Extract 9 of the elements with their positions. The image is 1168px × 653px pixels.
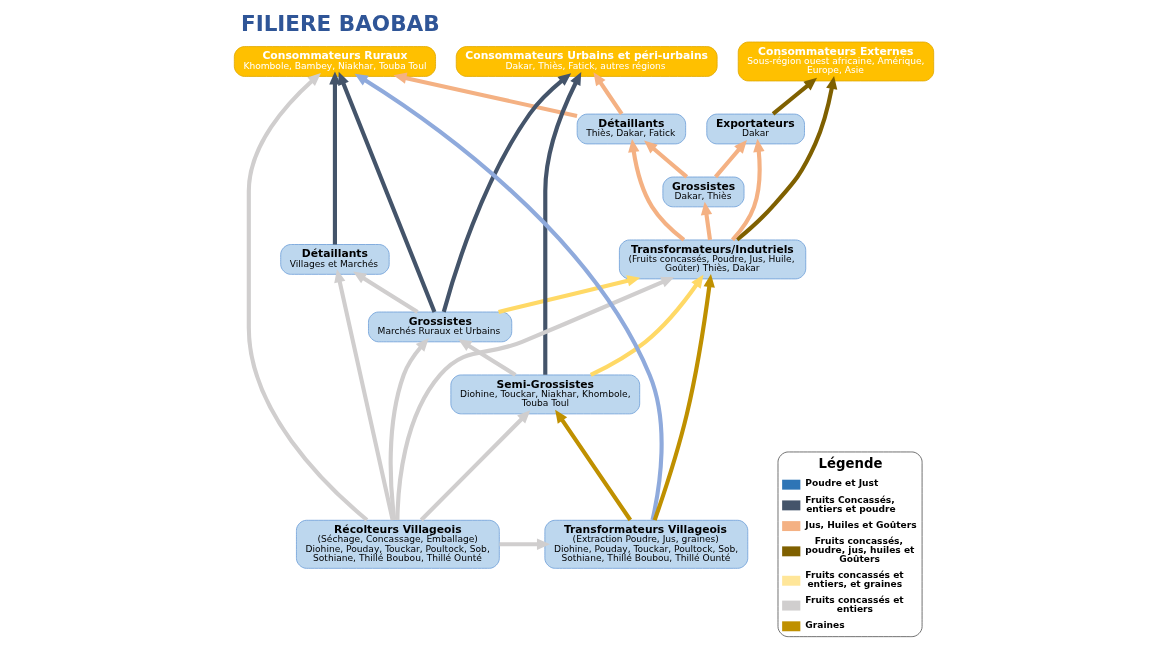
legend-label: Fruits Concassés, entiers et poudre [805, 494, 896, 514]
diagram-title: FILIERE BAOBAB [240, 11, 440, 37]
legend-label: Fruits concassés et entiers [805, 594, 904, 615]
legend-label: Poudre et Just [805, 478, 879, 489]
legend-label: Jus, Huiles et Goûters [805, 519, 917, 530]
legend-label: Graines [805, 619, 845, 630]
label: Légende [818, 455, 883, 471]
legend-label: Fruits concassés, poudre, jus, huiles et Goûters [805, 536, 915, 565]
legend-label: Fruits concassés et entiers, et graines [805, 570, 904, 590]
